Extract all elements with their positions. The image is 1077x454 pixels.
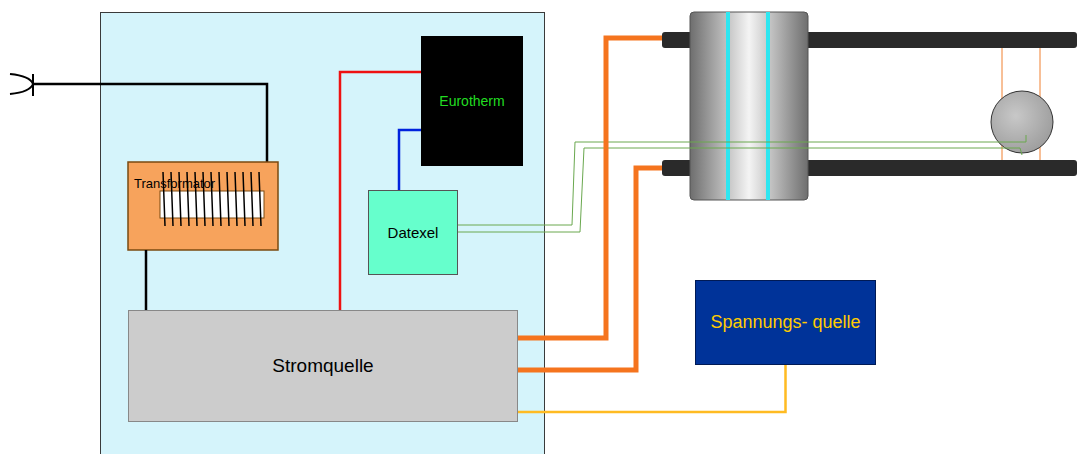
wire-connector	[146, 250, 147, 310]
node-text: Spannungs- quelle	[710, 312, 860, 334]
seal-ring	[726, 12, 730, 200]
transformer-label-box: Transformator	[128, 118, 278, 250]
current-lead	[518, 168, 662, 370]
thermocouple-wire	[458, 148, 1022, 232]
wire-connector	[399, 130, 421, 190]
node-text: Datexel	[388, 224, 439, 242]
flange-block	[690, 12, 808, 200]
node-text: Transformator	[134, 176, 215, 192]
current-source-box: Stromquelle	[128, 310, 518, 422]
transmitter-box: Datexel	[368, 190, 458, 275]
wire-line	[518, 365, 786, 412]
transformer-core	[128, 162, 278, 250]
node-text: Stromquelle	[272, 355, 373, 378]
wire-line	[399, 130, 421, 190]
housing-panel	[101, 13, 545, 454]
node-text: Eurotherm	[439, 93, 504, 110]
current-lead	[518, 38, 662, 338]
voltage-source-box: Spannungs- quelle	[695, 280, 876, 365]
controller-box: Eurotherm	[421, 36, 523, 166]
sample	[991, 91, 1053, 153]
wire-connector	[518, 365, 786, 412]
mains-wire	[33, 84, 267, 162]
seal-ring	[766, 12, 770, 200]
plug-symbol	[10, 74, 33, 94]
wire-line	[145, 250, 148, 310]
